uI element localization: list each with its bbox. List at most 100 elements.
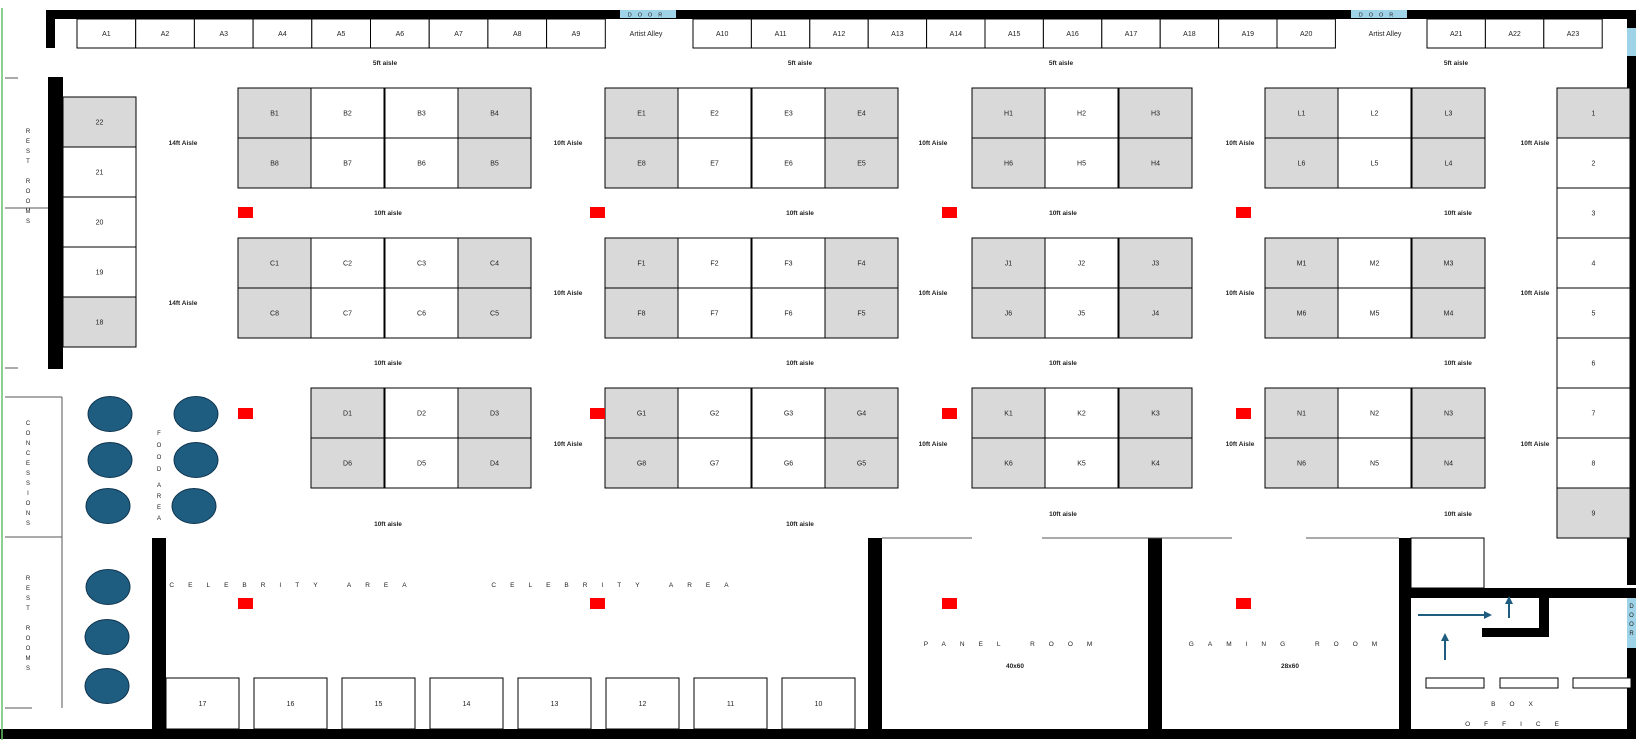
booth-A7-box: [428, 18, 489, 49]
booth-A17-box: [1101, 18, 1161, 49]
booth-K1-label: K1: [1004, 411, 1013, 418]
ticket-counter-2: [1499, 677, 1559, 689]
booth-C1: C1: [237, 237, 312, 289]
booth-B5-label: B5: [490, 161, 499, 168]
booth-right-1-box: [1556, 87, 1631, 139]
booth-F5-box: [824, 287, 899, 339]
booth-E7-label: E7: [710, 161, 719, 168]
booth-D3: D3: [457, 387, 532, 439]
booth-E3: E3: [751, 87, 826, 139]
booth-J1-label: J1: [1005, 261, 1013, 268]
office-booth: [1410, 537, 1485, 589]
booth-N2: N2: [1337, 387, 1412, 439]
booth-K3: K3: [1118, 387, 1193, 439]
booth-L2-label: L2: [1371, 111, 1379, 118]
booth-J1-box: [971, 237, 1046, 289]
booth-K2-box: [1044, 387, 1119, 439]
booth-E8-box: [604, 137, 679, 189]
booth-E1-box: [604, 87, 679, 139]
booth-left-20-box: [62, 196, 137, 248]
booth-H1-label: H1: [1004, 111, 1013, 118]
booth-B7-box: [310, 137, 385, 189]
booth-right-4-box: [1556, 237, 1631, 289]
aisle-5ft-2: 5ft aisle: [788, 60, 813, 67]
booth-right-2: 2: [1556, 137, 1631, 189]
booth-K2-label: K2: [1077, 411, 1086, 418]
booth-A11-label: A11: [775, 31, 787, 38]
booth-M5-label: M5: [1370, 311, 1380, 318]
red-marker-10: [590, 598, 605, 609]
rest-rooms-lower-label-char: R: [26, 626, 31, 632]
booth-G7: G7: [677, 437, 752, 489]
food-label-char: F: [157, 431, 161, 437]
rest-rooms-upper-label-char: R: [26, 129, 31, 135]
booth-D5: D5: [384, 437, 459, 489]
booth-F5-label: F5: [857, 311, 865, 318]
red-marker-6: [590, 408, 605, 419]
rest-rooms-lower-label-char: S: [26, 596, 30, 602]
booth-D6: D6: [310, 437, 385, 489]
aisle-10ft-h-3: 10ft aisle: [1049, 210, 1077, 217]
ticket-counter-3: [1572, 677, 1632, 689]
aisle-10ft-h-10: 10ft aisle: [786, 521, 814, 528]
booth-H2-box: [1044, 87, 1119, 139]
booth-A14-label: A14: [950, 31, 963, 38]
booth-M2-box: [1337, 237, 1412, 289]
booth-L6-box: [1264, 137, 1339, 189]
concessions-label-char: S: [26, 481, 30, 487]
booth-A4-label: A4: [278, 31, 287, 38]
booth-A5-label: A5: [337, 31, 346, 38]
booth-K6-box: [971, 437, 1046, 489]
booth-F3-label: F3: [784, 261, 792, 268]
booth-L5-box: [1337, 137, 1412, 189]
booth-B3-label: B3: [417, 111, 426, 118]
booth-H4: H4: [1118, 137, 1193, 189]
booth-left-19: 19: [62, 246, 137, 298]
booth-right-5-label: 5: [1592, 311, 1596, 318]
booth-B3-box: [384, 87, 459, 139]
booth-A15: A15: [984, 18, 1044, 49]
booth-M4-label: M4: [1444, 311, 1454, 318]
door-label-2: DOOR: [1359, 13, 1400, 19]
booth-K5-label: K5: [1077, 461, 1086, 468]
door-1: [620, 10, 676, 18]
booth-A19-box: [1218, 18, 1278, 49]
booth-left-20: 20: [62, 196, 137, 248]
booth-left-20-label: 20: [96, 220, 104, 227]
wall-office-top: [1411, 588, 1541, 598]
booth-G3-box: [751, 387, 826, 439]
booth-A10-label: A10: [716, 31, 729, 38]
booth-A18-label: A18: [1183, 31, 1196, 38]
booth-left-18: 18: [62, 296, 137, 348]
booth-L4-label: L4: [1445, 161, 1453, 168]
rest-rooms-lower-label-char: O: [26, 636, 31, 642]
concessions-label-char: O: [26, 431, 31, 437]
wall-office-left: [1399, 538, 1411, 730]
booth-M6-label: M6: [1297, 311, 1307, 318]
booth-J3-label: J3: [1152, 261, 1160, 268]
booth-A4: A4: [252, 18, 313, 49]
door-label-3-char: R: [1629, 631, 1634, 637]
wall-office-step: [1539, 588, 1549, 628]
food-table-5: [85, 488, 131, 524]
booth-J4-label: J4: [1152, 311, 1160, 318]
booth-K3-label: K3: [1151, 411, 1160, 418]
booth-H3-box: [1118, 87, 1193, 139]
booth-A2: A2: [135, 18, 195, 49]
door-label-3-char: O: [1629, 622, 1634, 628]
booth-F7: F7: [677, 287, 752, 339]
area-label: AREA: [157, 483, 162, 522]
booth-A15-label: A15: [1008, 31, 1021, 38]
aisle-10ft-h-5: 10ft aisle: [374, 360, 402, 367]
booth-A23-label: A23: [1567, 31, 1580, 38]
booth-N5-box: [1337, 437, 1412, 489]
booth-right-4: 4: [1556, 237, 1631, 289]
rest-rooms-lower-label-char: S: [26, 666, 30, 672]
booth-A12: A12: [809, 18, 869, 49]
aisle-10ft-h-8: 10ft aisle: [1444, 360, 1472, 367]
booth-H1-box: [971, 87, 1046, 139]
booth-D6-box: [310, 437, 385, 489]
booth-L5: L5: [1337, 137, 1412, 189]
booth-N3-box: [1411, 387, 1486, 439]
